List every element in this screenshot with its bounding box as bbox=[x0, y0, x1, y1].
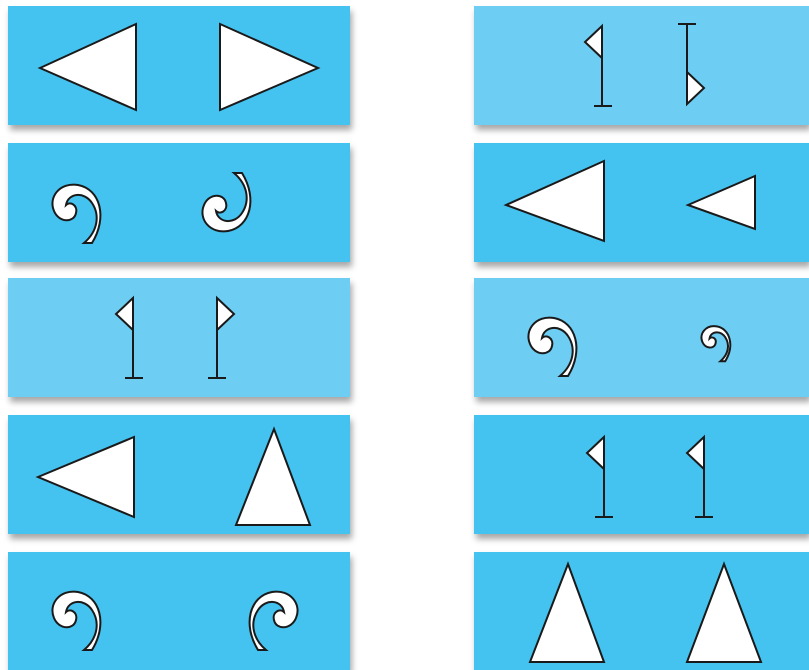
card-10[interactable] bbox=[474, 552, 809, 670]
spiral-right-small-icon bbox=[701, 326, 730, 361]
triangle-right-icon bbox=[220, 24, 318, 110]
card-3-canvas bbox=[8, 278, 350, 397]
card-5[interactable] bbox=[8, 552, 350, 670]
card-9-canvas bbox=[474, 415, 809, 534]
flag-right-icon bbox=[208, 298, 234, 378]
card-8-canvas bbox=[474, 278, 809, 397]
triangle-left-large-icon bbox=[506, 161, 604, 241]
card-8[interactable] bbox=[474, 278, 809, 397]
card-1[interactable] bbox=[8, 6, 350, 125]
triangle-up-icon bbox=[530, 564, 604, 662]
card-1-canvas bbox=[8, 6, 350, 125]
spiral-right-large-icon bbox=[528, 318, 576, 376]
card-5-canvas bbox=[8, 552, 350, 670]
triangle-left-icon bbox=[38, 437, 134, 517]
spiral-right-icon bbox=[52, 185, 100, 243]
flag-left-icon bbox=[587, 437, 613, 517]
card-6-canvas bbox=[474, 6, 809, 125]
flag-left-icon bbox=[687, 437, 713, 517]
triangle-up-icon bbox=[687, 564, 761, 662]
spiral-left-icon bbox=[202, 173, 250, 231]
triangle-left-icon bbox=[40, 24, 136, 110]
card-3[interactable] bbox=[8, 278, 350, 397]
flag-left-icon bbox=[116, 298, 143, 378]
card-4-canvas bbox=[8, 415, 350, 534]
card-9[interactable] bbox=[474, 415, 809, 534]
spiral-right-icon bbox=[52, 592, 100, 650]
card-2-canvas bbox=[8, 143, 350, 262]
triangle-up-icon bbox=[236, 429, 310, 525]
card-7[interactable] bbox=[474, 143, 809, 262]
card-7-canvas bbox=[474, 143, 809, 262]
flag-upside-down-icon bbox=[678, 24, 704, 104]
card-10-canvas bbox=[474, 552, 809, 670]
spiral-up-icon bbox=[250, 592, 298, 650]
card-6[interactable] bbox=[474, 6, 809, 125]
card-4[interactable] bbox=[8, 415, 350, 534]
card-2[interactable] bbox=[8, 143, 350, 262]
triangle-left-small-icon bbox=[688, 176, 755, 229]
flag-left-icon bbox=[585, 26, 612, 106]
